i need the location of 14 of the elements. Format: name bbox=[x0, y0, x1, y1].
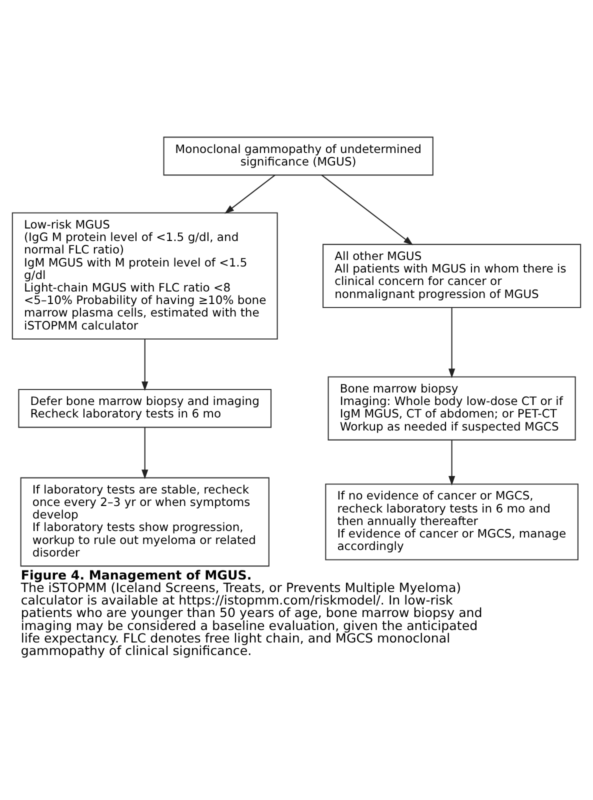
arrow bbox=[321, 174, 414, 246]
arrow bbox=[448, 440, 456, 486]
diagram-title: Figure 4. Management of MGUS. bbox=[20, 567, 252, 582]
node-box: If laboratory tests are stable, recheck once every 2–3 yr or when symptoms develop If laboratory tests show progression, workup to rule out myeloma or related disorder bbox=[20, 477, 270, 567]
node-box: Defer bone marrow biopsy and imaging Recheck laboratory tests in 6 mo bbox=[18, 388, 272, 428]
arrow bbox=[142, 339, 148, 391]
arrow bbox=[142, 427, 148, 480]
node-box: Bone marrow biopsy Imaging: Whole body low-dose CT or if IgM MGUS, CT of abdomen; or PET-CT Workup as needed if suspected MGCS bbox=[328, 376, 576, 440]
arrow bbox=[448, 308, 456, 378]
node-box: If no evidence of cancer or MGCS, recheck laboratory tests in 6 mo and then annually thereafter If evidence of cancer or MGCS, manage accordingly bbox=[325, 484, 578, 560]
arrow bbox=[224, 174, 276, 214]
node-box: All other MGUS All patients with MGUS in whom there is clinical concern for cancer or nonmalignant progression of MGUS bbox=[322, 244, 582, 308]
node-box: Monoclonal gammopathy of undetermined significance (MGUS) bbox=[163, 136, 434, 176]
node-box: Low-risk MGUS (IgG M protein level of <1.5 g/dl, and normal FLC ratio) IgM MGUS with M protein level of <1.5 g/dl Light-chain MGUS with FLC ratio <8 <5–10% Probability of having ≥10% bone marrow plasma cells, estimated with the iSTOPMM calculator bbox=[12, 212, 278, 340]
